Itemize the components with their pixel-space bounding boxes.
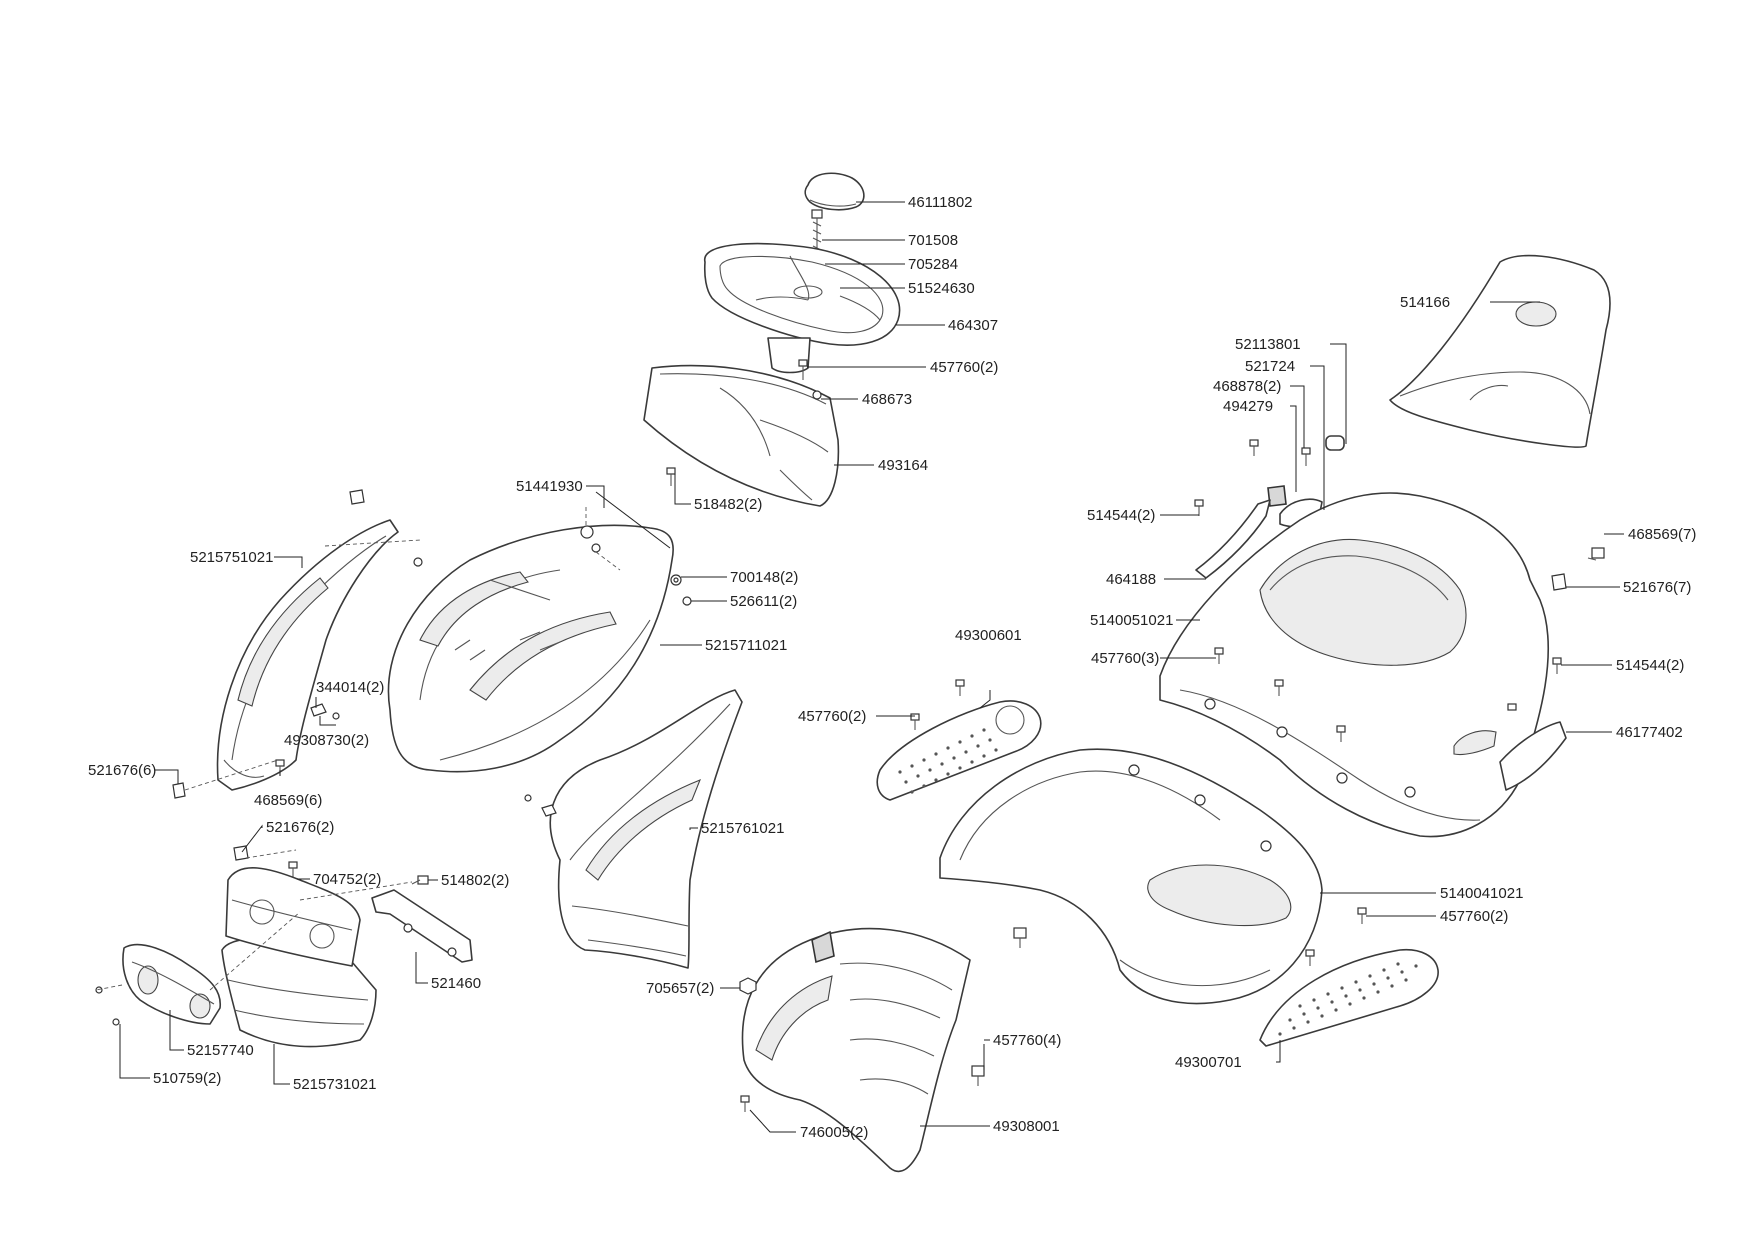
steering-wheel <box>703 242 901 374</box>
label-705657: 705657(2) <box>646 980 714 997</box>
clip-521676-2 <box>233 845 249 861</box>
label-464188: 464188 <box>1106 571 1156 588</box>
screw-468569-7 <box>1587 547 1605 561</box>
label-5215751021: 5215751021 <box>190 549 273 566</box>
bracket-521460 <box>371 889 473 963</box>
screw-457760-steering <box>798 359 808 380</box>
leader-lines <box>119 201 1624 1133</box>
label-468569-6: 468569(6) <box>254 792 322 809</box>
screw-704752 <box>288 861 298 878</box>
screw-468673 <box>812 390 822 400</box>
label-521460: 521460 <box>431 975 481 992</box>
side-panel-left-5215751021 <box>216 519 399 791</box>
steering-column-cover <box>643 364 840 507</box>
screw-746005 <box>740 1095 750 1112</box>
rear-fender-5140041021 <box>939 748 1323 1005</box>
label-468673: 468673 <box>862 391 912 408</box>
label-521724: 521724 <box>1245 358 1295 375</box>
part-number-labels: 46111802 701508 705284 51524630 464307 4… <box>88 194 1696 1141</box>
label-5215731021: 5215731021 <box>293 1076 376 1093</box>
label-52157740: 52157740 <box>187 1042 254 1059</box>
label-5215761021: 5215761021 <box>701 820 784 837</box>
footrest-right-49300701 <box>1259 948 1439 1047</box>
label-514544-left: 514544(2) <box>1087 507 1155 524</box>
label-494279: 494279 <box>1223 398 1273 415</box>
label-746005: 746005(2) <box>800 1124 868 1141</box>
screw-510759 <box>95 986 120 1026</box>
label-468878: 468878(2) <box>1213 378 1281 395</box>
label-46111802: 46111802 <box>908 194 973 211</box>
label-514802: 514802(2) <box>441 872 509 889</box>
label-704752: 704752(2) <box>313 871 381 888</box>
label-344014: 344014(2) <box>316 679 384 696</box>
label-518482: 518482(2) <box>694 496 762 513</box>
footrest-right-texture <box>1278 962 1418 1036</box>
seat-514166 <box>1389 254 1611 448</box>
label-49300601: 49300601 <box>955 627 1022 644</box>
label-701508: 701508 <box>908 232 958 249</box>
label-705284: 705284 <box>908 256 958 273</box>
screw-514802 <box>411 875 429 885</box>
footrest-left-49300601 <box>876 700 1042 801</box>
label-521676-7: 521676(7) <box>1623 579 1691 596</box>
label-49300701: 49300701 <box>1175 1054 1242 1071</box>
label-521676-2: 521676(2) <box>266 819 334 836</box>
label-521676-6: 521676(6) <box>88 762 156 779</box>
footrest-left-texture <box>898 728 998 794</box>
screw-457760-4 <box>971 927 1027 1086</box>
label-526611: 526611(2) <box>730 593 797 610</box>
label-700148: 700148(2) <box>730 569 798 586</box>
body-5140051021 <box>1159 492 1550 838</box>
screw-514544-right <box>1552 657 1562 674</box>
bracket-494279 <box>1267 485 1287 507</box>
label-52113801: 52113801 <box>1235 336 1301 353</box>
rear-guard-46177402 <box>1499 703 1567 791</box>
screws-457760-footrest-right <box>1305 907 1367 966</box>
label-49308001: 49308001 <box>993 1118 1060 1135</box>
dash-panel-49308001 <box>741 927 971 1173</box>
nut-705657 <box>739 977 757 995</box>
small-roller-52113801 <box>1325 435 1345 451</box>
steering-cap <box>804 172 865 211</box>
label-51524630: 51524630 <box>908 280 975 297</box>
hood-5215711021 <box>387 524 674 773</box>
screw-526611 <box>682 596 692 606</box>
label-5140041021: 5140041021 <box>1440 885 1523 902</box>
label-468569-7: 468569(7) <box>1628 526 1696 543</box>
label-49308730: 49308730(2) <box>284 732 369 749</box>
lever-464188 <box>1195 499 1271 579</box>
side-panel-right-5215761021 <box>549 689 743 969</box>
washer-700148 <box>670 574 682 586</box>
clip-side-right <box>524 794 557 817</box>
headlight-lens-52157740 <box>122 943 221 1025</box>
label-457760-footrest-right: 457760(2) <box>1440 908 1508 925</box>
label-514544-right: 514544(2) <box>1616 657 1684 674</box>
clip-521676-7 <box>1551 573 1567 591</box>
label-457760-3: 457760(3) <box>1091 650 1159 667</box>
screws-457760-footrest-left <box>910 679 965 730</box>
label-457760-steering: 457760(2) <box>930 359 998 376</box>
label-464307: 464307 <box>948 317 998 334</box>
label-493164: 493164 <box>878 457 928 474</box>
label-457760-4: 457760(4) <box>993 1032 1061 1049</box>
clip-344014 <box>310 703 340 720</box>
clip-521676-6 <box>172 782 186 799</box>
label-510759: 510759(2) <box>153 1070 221 1087</box>
label-457760-footrest-left: 457760(2) <box>798 708 866 725</box>
label-5140051021: 5140051021 <box>1090 612 1173 629</box>
label-46177402: 46177402 <box>1616 724 1683 741</box>
screws-468878 <box>1249 439 1259 456</box>
screws-514544-left <box>1194 499 1204 516</box>
clip-521676-top <box>349 489 423 567</box>
grille-frame <box>225 867 361 967</box>
hood-bracket-51441930 <box>580 505 621 571</box>
label-5215711021: 5215711021 <box>705 637 787 654</box>
label-514166: 514166 <box>1400 294 1450 311</box>
screw-518482 <box>666 467 676 486</box>
label-51441930: 51441930 <box>516 478 583 495</box>
screw-457760-3 <box>1214 647 1346 742</box>
